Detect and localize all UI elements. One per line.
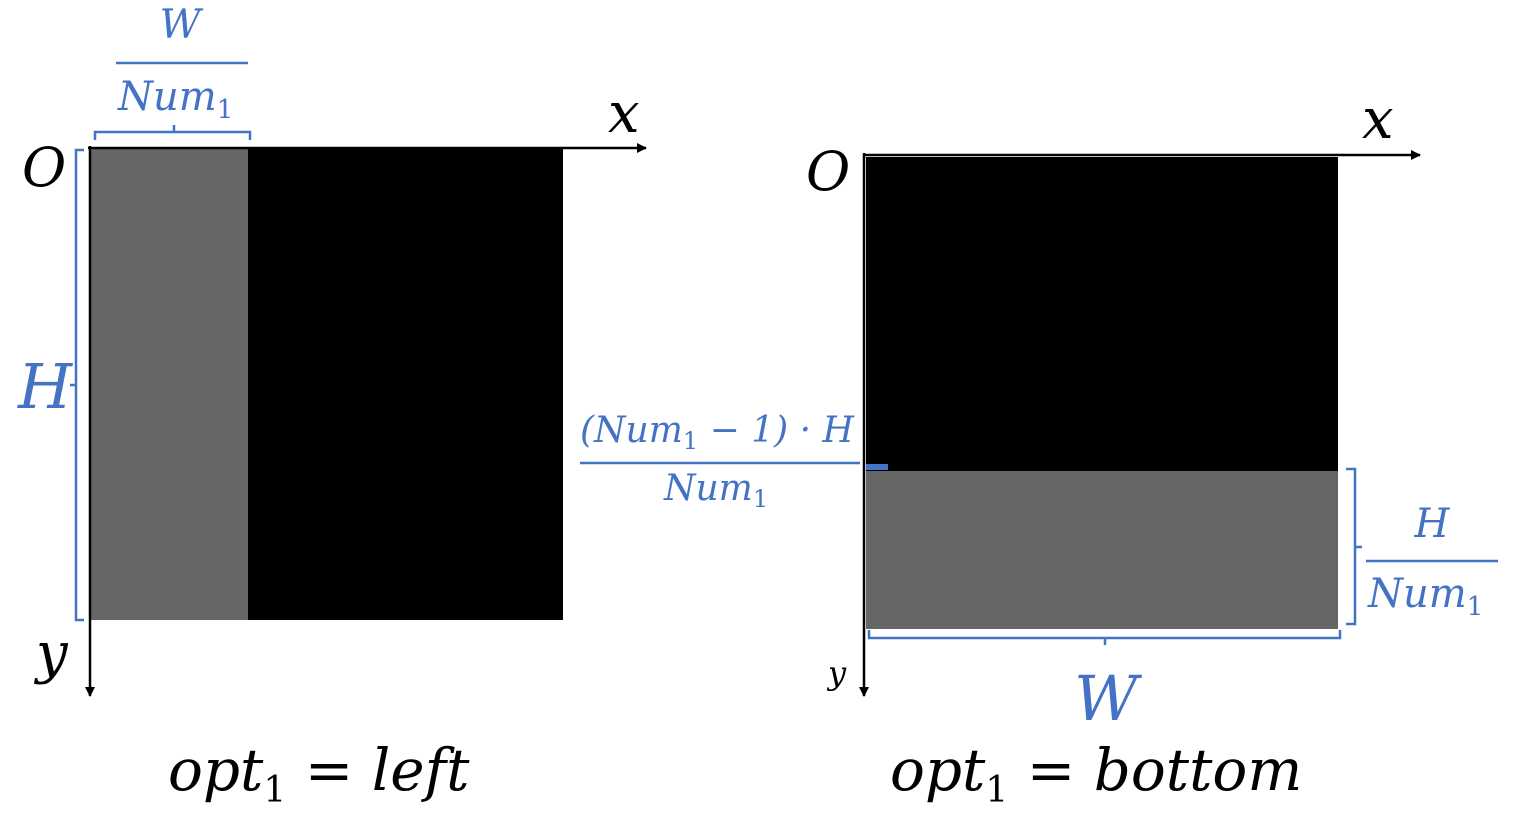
left-remaining-region bbox=[248, 148, 563, 620]
right-height-bracket bbox=[1346, 467, 1362, 626]
right-height-denominator: Num1 bbox=[1367, 571, 1483, 622]
right-width-bracket bbox=[867, 630, 1342, 645]
left-caption: opt1 = left bbox=[168, 736, 470, 811]
left-width-numerator: W bbox=[159, 2, 203, 48]
left-width-denominator: Num1 bbox=[117, 74, 233, 125]
right-height-numerator: H bbox=[1414, 501, 1451, 547]
left-origin-label: O bbox=[22, 136, 66, 199]
right-x-axis-label: x bbox=[1362, 87, 1394, 152]
left-height-label: H bbox=[17, 350, 74, 423]
left-y-axis-label: y bbox=[33, 621, 69, 686]
right-caption: opt1 = bottom bbox=[890, 736, 1302, 811]
right-panel: O x y (Num1 − 1) · H Num1 H Num1 W opt1 … bbox=[580, 87, 1498, 811]
right-offset-marker bbox=[866, 464, 888, 470]
right-origin-label: O bbox=[806, 140, 850, 203]
left-height-bracket bbox=[70, 148, 84, 622]
right-y-axis-label: y bbox=[826, 654, 847, 692]
right-highlight-strip bbox=[866, 471, 1338, 629]
right-offset-denominator: Num1 bbox=[663, 468, 768, 513]
right-width-label: W bbox=[1074, 662, 1142, 735]
left-width-bracket bbox=[93, 125, 252, 140]
left-highlight-strip bbox=[90, 148, 248, 620]
right-remaining-region bbox=[866, 157, 1338, 471]
left-x-axis-label: x bbox=[608, 81, 640, 146]
right-offset-numerator: (Num1 − 1) · H bbox=[580, 410, 854, 455]
left-panel: O x y W Num1 H opt1 = left bbox=[17, 2, 647, 811]
